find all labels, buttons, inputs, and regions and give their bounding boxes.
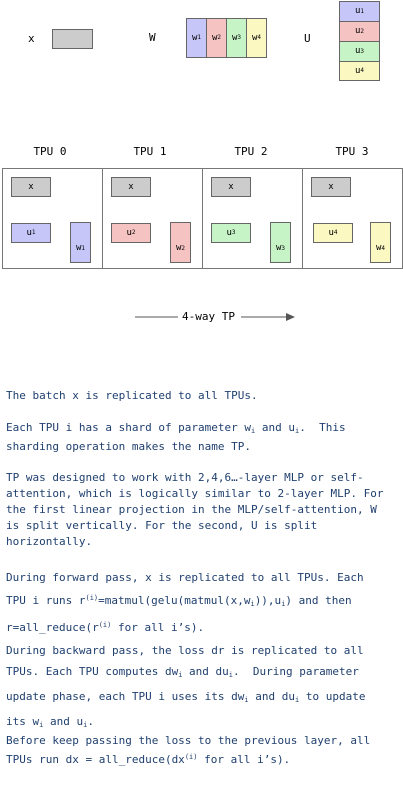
tpu-1-title: TPU 1 (133, 145, 167, 158)
u-legend-label: U (304, 32, 311, 45)
tp-arrow (135, 313, 295, 321)
paragraph-batch: The batch x is replicated to all TPUs. (6, 389, 258, 402)
w-legend-label: W (149, 31, 156, 44)
tpu-0-title: TPU 0 (33, 145, 67, 158)
tpu-3-x-box: x (311, 177, 351, 197)
arrowhead-icon (286, 313, 295, 321)
x-legend-label: x (28, 32, 35, 45)
tpu-2-x-box: x (211, 177, 251, 197)
paragraph-backward: During backward pass, the loss dr is rep… (6, 644, 373, 729)
tpu-1-x-box: x (111, 177, 151, 197)
x-legend-box (52, 29, 93, 49)
tpu-3-title: TPU 3 (335, 145, 369, 158)
tp-arrow-label: 4-way TP (180, 310, 237, 323)
paragraph-dx: Before keep passing the loss to the prev… (6, 734, 377, 766)
paragraph-shard: Each TPU i has a shard of parameter wi a… (6, 421, 353, 453)
tpu-2-title: TPU 2 (234, 145, 268, 158)
paragraph-forward: During forward pass, x is replicated to … (6, 571, 371, 634)
paragraph-design: TP was designed to work with 2,4,6…-laye… (6, 471, 391, 548)
tpu-0-x-box: x (11, 177, 51, 197)
